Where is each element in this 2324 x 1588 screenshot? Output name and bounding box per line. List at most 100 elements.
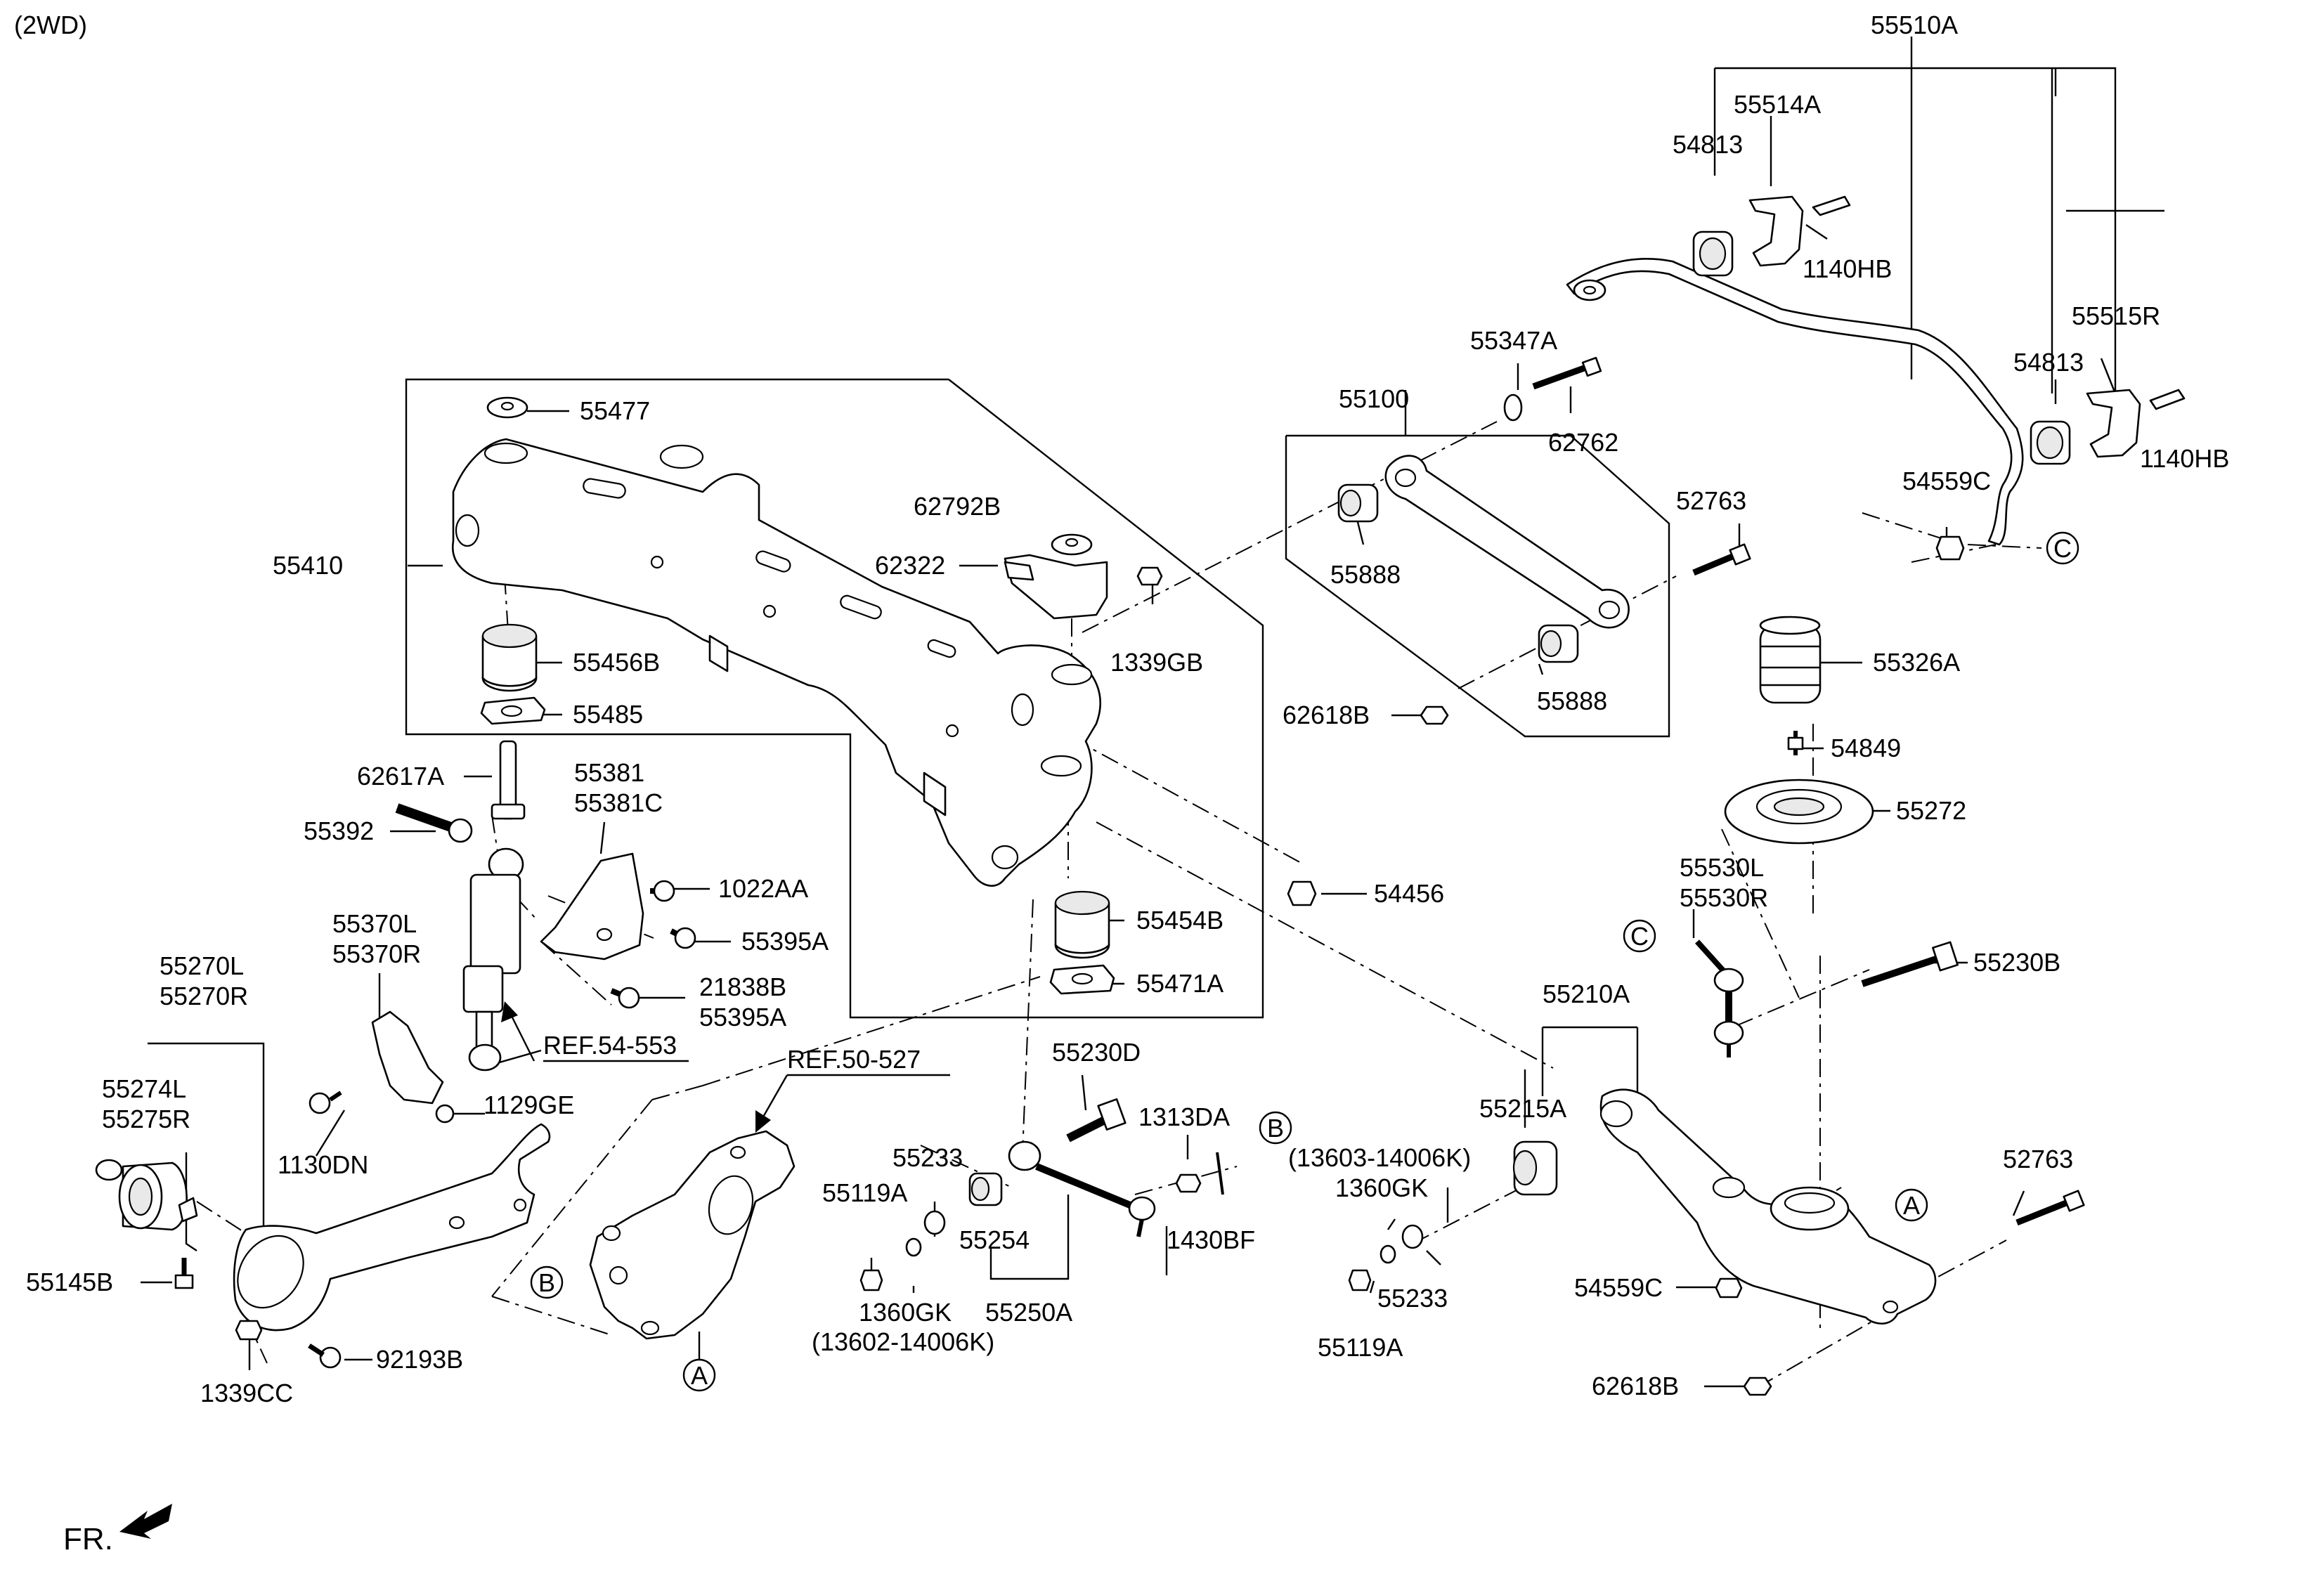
label-62617A: 62617A xyxy=(357,762,444,790)
crossmember-55410 xyxy=(451,438,1102,887)
bushing-55254 xyxy=(968,1172,1003,1206)
bushing-55274l xyxy=(95,1159,198,1231)
label-55254: 55254 xyxy=(959,1225,1030,1254)
label-55119A-left: 55119A xyxy=(822,1178,907,1207)
label-1360GK-right: 1360GK xyxy=(1335,1173,1428,1202)
front-marker: FR. xyxy=(63,1522,113,1556)
callout-c-link-text: C xyxy=(1630,922,1649,951)
arrow-ref-54-553 xyxy=(501,1001,535,1062)
stabilizer-bracket-upper xyxy=(1748,195,1851,267)
label-54456: 54456 xyxy=(1374,879,1444,908)
bolt-1130dn xyxy=(309,1091,342,1114)
link-55250a xyxy=(1008,1140,1156,1237)
label-55250A: 55250A xyxy=(985,1298,1072,1327)
leader-lines xyxy=(141,37,2164,1388)
bracket-55381 xyxy=(540,852,644,961)
label-55485: 55485 xyxy=(573,700,643,729)
label-55530R: 55530R xyxy=(1680,883,1768,912)
label-62762: 62762 xyxy=(1548,428,1618,457)
bolt-1129ge xyxy=(435,1104,455,1124)
label-52763-upper: 52763 xyxy=(1676,486,1746,515)
bolt-55145b xyxy=(174,1258,194,1289)
bushing-55215a xyxy=(1512,1140,1558,1196)
nut-1313da xyxy=(1175,1173,1202,1193)
label-13603-14006K: (13603-14006K) xyxy=(1288,1143,1471,1172)
label-52763-lower: 52763 xyxy=(2003,1145,2073,1173)
callout-b-knuckle: B xyxy=(530,1265,564,1299)
label-55230D: 55230D xyxy=(1052,1038,1141,1067)
assembly-centerlines xyxy=(196,421,2042,1388)
label-1022AA: 1022AA xyxy=(718,874,808,903)
washers-55233-1360gk-55119a-left xyxy=(859,1210,946,1291)
callout-a-lower-arm: A xyxy=(1895,1188,1928,1222)
nut-1339cc xyxy=(235,1320,263,1341)
label-55215A: 55215A xyxy=(1479,1094,1566,1123)
bump-stopper-55326a xyxy=(1759,616,1822,704)
label-55270R: 55270R xyxy=(160,982,248,1010)
stabilizer-bushing-upper xyxy=(1692,230,1734,277)
label-55395A-upper: 55395A xyxy=(741,927,829,956)
stabilizer-link-55530 xyxy=(1695,939,1744,1057)
label-55530L: 55530L xyxy=(1680,853,1764,882)
pin-1430bf xyxy=(1216,1152,1224,1195)
label-55233-left: 55233 xyxy=(892,1143,963,1172)
diagram-heading: (2WD) xyxy=(14,11,87,39)
stabilizer-bushing-lower xyxy=(2030,420,2071,465)
label-55275R: 55275R xyxy=(102,1105,190,1133)
label-54849: 54849 xyxy=(1831,734,1901,762)
label-55888-left: 55888 xyxy=(1330,560,1401,589)
bolt-52763-upper xyxy=(1692,543,1751,576)
label-62792B: 62792B xyxy=(914,492,1001,521)
plate-55485 xyxy=(480,696,546,725)
label-55347A: 55347A xyxy=(1470,326,1557,355)
bolt-55395a-upper xyxy=(670,927,696,949)
callout-b-pin: B xyxy=(1259,1111,1292,1145)
nut-54456 xyxy=(1287,880,1317,906)
callout-a-knuckle: A xyxy=(682,1358,716,1392)
label-1140HB-upper: 1140HB xyxy=(1803,254,1892,283)
callout-c-stabilizer-text: C xyxy=(2053,534,2072,563)
label-55233-right: 55233 xyxy=(1377,1284,1448,1313)
washers-55233-1360gk-55119a-right xyxy=(1348,1224,1424,1291)
bolt-55230d xyxy=(1066,1098,1127,1143)
label-55274L: 55274L xyxy=(102,1074,186,1103)
label-55471A: 55471A xyxy=(1136,969,1223,998)
spring-pad-55272 xyxy=(1724,779,1874,845)
nut-54559c-lower xyxy=(1715,1277,1743,1299)
callout-c-link: C xyxy=(1623,919,1656,953)
bolt-1022aa xyxy=(650,880,675,902)
label-55100: 55100 xyxy=(1339,384,1409,413)
bushing-55456b xyxy=(481,623,538,692)
label-55381: 55381 xyxy=(574,758,644,787)
label-1129GE: 1129GE xyxy=(483,1091,574,1119)
label-55515R: 55515R xyxy=(2072,301,2160,330)
label-1140HB-lower: 1140HB xyxy=(2140,444,2229,473)
washer-55347a xyxy=(1503,393,1523,422)
nut-62618b-lower xyxy=(1743,1377,1772,1396)
callout-c-stabilizer: C xyxy=(2046,531,2079,565)
stabilizer-nut-54559c xyxy=(1935,535,1965,561)
label-55410: 55410 xyxy=(273,551,343,580)
nut-62618b-upper xyxy=(1420,705,1449,725)
label-55395A-lower: 55395A xyxy=(699,1003,786,1031)
label-1339CC: 1339CC xyxy=(200,1379,293,1407)
label-92193B: 92193B xyxy=(376,1345,463,1374)
label-55477: 55477 xyxy=(580,396,650,425)
label-1339GB: 1339GB xyxy=(1110,648,1203,677)
knuckle-ref-50-527 xyxy=(589,1130,796,1340)
label-55510A: 55510A xyxy=(1871,11,1958,39)
label-1313DA: 1313DA xyxy=(1138,1102,1230,1131)
bushing-55454b xyxy=(1054,890,1110,959)
washer-55477 xyxy=(486,396,528,419)
upper-arm-group-frame xyxy=(1285,434,1670,738)
stabilizer-bar xyxy=(1566,258,2024,546)
label-55370R: 55370R xyxy=(332,939,421,968)
bolt-62617a xyxy=(491,740,526,820)
label-54813-lower: 54813 xyxy=(2013,348,2084,377)
label-55456B: 55456B xyxy=(573,648,660,677)
bolt-92193b xyxy=(308,1343,342,1369)
bolt-54849 xyxy=(1787,731,1804,755)
label-1360GK-left: 1360GK xyxy=(859,1298,952,1327)
label-55454B: 55454B xyxy=(1136,906,1223,935)
bolt-55230b xyxy=(1861,941,1959,987)
